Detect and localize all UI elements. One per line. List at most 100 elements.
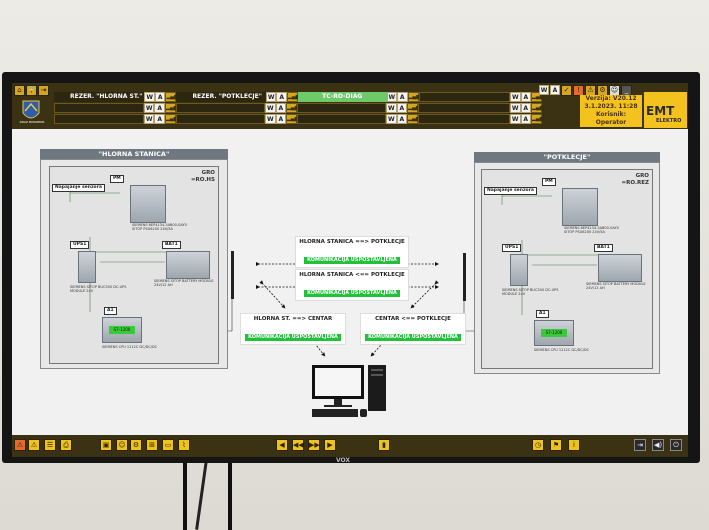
global-warning-button[interactable]: W — [539, 85, 549, 95]
alarm-button[interactable]: A — [520, 114, 532, 124]
empty-slot — [418, 114, 510, 124]
global-alarm-button[interactable]: A — [550, 85, 560, 95]
version-panel: Verzija: V20.12 3.1.2023. 11:28 Korisnik… — [580, 95, 642, 127]
alarm-button[interactable]: A — [396, 114, 408, 124]
sensor-supply-label: Napajanje senzora — [484, 187, 537, 195]
logout-icon[interactable]: ⇥ — [634, 439, 646, 451]
gro-code: =RO.REZ — [621, 180, 649, 186]
signal-bars-icon: ▂▄▆ — [286, 114, 299, 124]
alert-icon[interactable]: ! — [573, 85, 584, 96]
ups-module[interactable] — [510, 254, 528, 286]
power-supply-module[interactable] — [562, 188, 598, 226]
volume-icon[interactable]: ◀) — [652, 439, 664, 451]
battery-name: SIEMENS SITOP BATTERY MODULE 24V/12 AH — [586, 282, 646, 290]
station-name-potklecje[interactable]: REZER. "POTKLECJE" — [176, 92, 266, 102]
monitor-icon[interactable]: ▭ — [162, 439, 174, 451]
alarm-button[interactable]: A — [397, 92, 408, 102]
link-arrow-diag-right — [410, 280, 439, 309]
alarm-button[interactable]: A — [396, 103, 408, 113]
a1-label: A1 — [536, 310, 549, 318]
warning-button[interactable]: W — [510, 92, 521, 102]
flag-icon[interactable]: ⚑ — [550, 439, 562, 451]
alarm-button[interactable]: A — [275, 114, 287, 124]
check-icon[interactable]: ✓ — [561, 85, 572, 96]
settings-icon[interactable]: ⚙ — [130, 439, 142, 451]
signal-bars-icon: ▂▄▆ — [286, 92, 300, 102]
warning-button[interactable]: W — [265, 92, 277, 102]
link-arrow-diag-left — [259, 280, 286, 309]
alarm-button[interactable]: A — [276, 92, 287, 102]
print-icon[interactable]: ⎙ — [60, 439, 72, 451]
alarm-button[interactable]: A — [154, 103, 165, 113]
empty-slot — [418, 92, 511, 102]
pm-name: SIEMENS 6EP4134-3AB00-0AY0 SITOP PSU6200… — [132, 223, 187, 231]
log-icon[interactable]: ☰ — [44, 439, 56, 451]
alarm-button[interactable]: A — [520, 103, 532, 113]
battery-label: BAT1 — [162, 241, 181, 249]
user-label: Korisnik: — [596, 111, 626, 118]
a1-label: A1 — [104, 307, 117, 315]
signal-bars-icon: ▂▄▆ — [165, 103, 178, 113]
power-icon[interactable]: ⏻ — [670, 439, 682, 451]
station-row-3: W A ▂▄▆ W A ▂▄▆ W A ▂▄▆ W A ▂▄▆ — [54, 114, 544, 124]
warning-button[interactable]: W — [143, 114, 155, 124]
alarm-button[interactable]: A — [154, 114, 165, 124]
station-row-1: REZER. "HLORNA ST." W A ▂▄▆ REZER. "POTK… — [54, 92, 544, 102]
signal-bars-icon: ▂▄▆ — [531, 114, 544, 124]
info-icon[interactable]: i — [568, 439, 580, 451]
plc-module[interactable]: S7-1200 — [102, 317, 142, 343]
empty-slot — [297, 103, 387, 113]
alarm-button[interactable]: A — [154, 92, 166, 102]
emt-logo-text: EMT — [646, 104, 675, 118]
lock-icon[interactable]: 🔒 — [26, 85, 37, 96]
warning-button[interactable]: W — [143, 103, 155, 113]
warning-button[interactable]: W — [144, 92, 155, 102]
chart-icon[interactable]: ▮ — [378, 439, 390, 451]
clock-icon[interactable]: ◷ — [532, 439, 544, 451]
next-icon[interactable]: ▶ — [324, 439, 336, 451]
signal-bars-icon: ▂▄▆ — [531, 92, 544, 102]
alarm-button[interactable]: A — [275, 103, 287, 113]
warning-button[interactable]: W — [265, 103, 276, 113]
antenna-right-icon — [463, 253, 466, 301]
screens-icon[interactable]: ▣ — [100, 439, 112, 451]
home-icon[interactable]: ⌂ — [14, 85, 25, 96]
version-text: Verzija: V20.12 — [585, 95, 637, 102]
plc-name: SIEMENS CPU 1212C DC/DC/DC — [102, 345, 158, 349]
warning-list-icon[interactable]: ⚠ — [28, 439, 40, 451]
antenna-left-icon — [231, 251, 234, 299]
warning-button[interactable]: W — [265, 114, 276, 124]
plc-module[interactable]: S7-1200 — [534, 320, 574, 346]
emt-logo-subtext: ELEKTRO — [656, 118, 682, 124]
warning-button[interactable]: W — [509, 114, 521, 124]
battery-module[interactable] — [598, 254, 642, 282]
signal-bars-icon: ▂▄▆ — [286, 103, 299, 113]
ups-label: UPS1 — [502, 244, 522, 252]
link-status-badge: KOMUNIKACIJA USPOSTAVLJENA — [304, 290, 400, 297]
diag-status[interactable]: TC-RO-DIAG — [297, 92, 387, 102]
right-panel: GRO =RO.REZ Napajanje senzora PM SIEMENS… — [474, 162, 660, 374]
users-icon[interactable]: ☺ — [116, 439, 128, 451]
exit-icon[interactable]: ⇥ — [38, 85, 49, 96]
pm-name: SIEMENS 6EP4134-3AB00-0AY0 SITOP PSU6200… — [564, 226, 619, 234]
rewind-icon[interactable]: ◀◀ — [292, 439, 304, 451]
ups-module[interactable] — [78, 251, 96, 283]
station-name-hlorna[interactable]: REZER. "HLORNA ST." — [54, 92, 145, 102]
left-panel: GRO =RO.HS Napajanje senzora PM SIEMENS … — [40, 159, 228, 369]
network-icon[interactable]: ⊞ — [146, 439, 158, 451]
forward-icon[interactable]: ▶▶ — [308, 439, 320, 451]
warning-button[interactable]: W — [386, 92, 398, 102]
alarm-button[interactable]: A — [520, 92, 532, 102]
warning-button[interactable]: W — [386, 103, 397, 113]
prev-icon[interactable]: ◀ — [276, 439, 288, 451]
power-supply-module[interactable] — [130, 185, 166, 223]
signal-bars-icon: ▂▄▆ — [407, 103, 420, 113]
battery-module[interactable] — [166, 251, 210, 279]
warning-button[interactable]: W — [386, 114, 397, 124]
plc-display: S7-1200 — [109, 326, 135, 334]
alarm-list-icon[interactable]: ⚠ — [14, 439, 26, 451]
link-hs-to-pot: HLORNA STANICA ==> POTKLECJE KOMUNIKACIJ… — [295, 236, 409, 268]
trend-icon[interactable]: ⌇ — [178, 439, 190, 451]
tv-brand: VOX — [336, 457, 351, 464]
warning-button[interactable]: W — [509, 103, 521, 113]
